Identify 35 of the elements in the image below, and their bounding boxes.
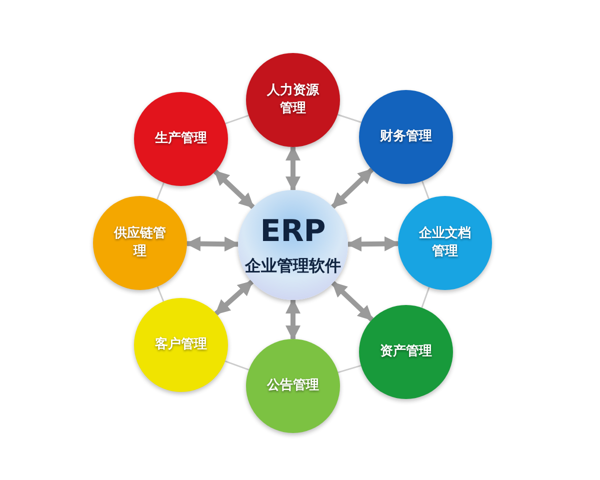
connector-line xyxy=(421,287,430,308)
circle-label: 资产管理 xyxy=(379,342,433,361)
module-circle xyxy=(93,196,187,290)
circle-label: 供应链管理 xyxy=(112,224,167,261)
connector-line xyxy=(156,182,164,200)
module-circle xyxy=(359,305,453,399)
circle-label: 企业文档管理 xyxy=(418,224,472,261)
module-circle xyxy=(134,92,228,186)
circle-label: 客户管理 xyxy=(154,336,208,354)
circle-label: 人力资源管理 xyxy=(266,82,320,118)
connector-line xyxy=(338,364,362,374)
double-arrow xyxy=(331,168,374,209)
connector-line xyxy=(225,114,249,124)
module-circle xyxy=(134,298,228,392)
module-circle xyxy=(246,339,340,433)
circle-subtitle: 企业管理软件 xyxy=(245,256,341,276)
double-arrow xyxy=(286,146,300,192)
connector-line xyxy=(337,114,362,124)
double-arrow xyxy=(331,281,374,322)
double-arrow xyxy=(286,298,300,340)
central-circle xyxy=(238,190,348,300)
circle-title: ERP xyxy=(260,214,326,250)
connector-line xyxy=(422,180,430,200)
module-circle xyxy=(246,53,340,147)
module-circle xyxy=(359,90,453,184)
circle-label: 生产管理 xyxy=(154,130,208,148)
connector-line xyxy=(224,360,250,371)
circle-label: 公告管理 xyxy=(266,376,320,395)
double-arrow xyxy=(214,280,254,316)
double-arrow xyxy=(186,236,240,252)
double-arrow xyxy=(346,236,400,252)
circle-label: 财务管理 xyxy=(379,128,433,146)
module-circle xyxy=(398,196,492,290)
double-arrow xyxy=(213,169,255,210)
connector-line xyxy=(156,286,164,302)
